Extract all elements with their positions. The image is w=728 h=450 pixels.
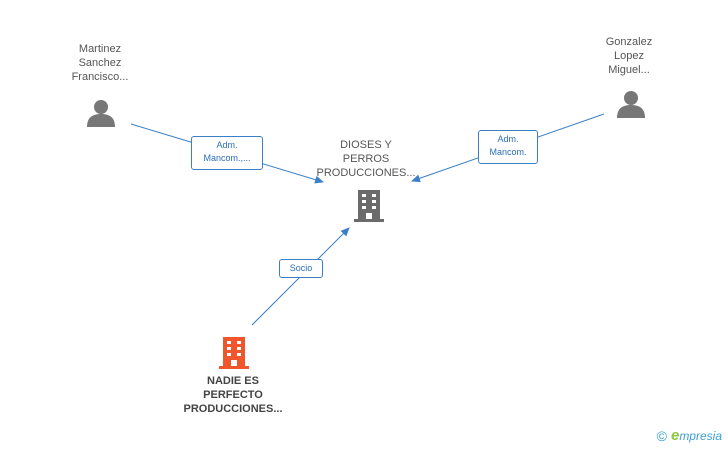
person-left-label[interactable]: Martinez Sanchez Francisco...	[71, 43, 129, 83]
relation-label-right[interactable]: Adm. Mancom.	[478, 130, 538, 164]
brand-first-letter: e	[670, 427, 680, 444]
brand-logo: © empresia	[657, 427, 722, 444]
company-center-label[interactable]: DIOSES Y PERROS PRODUCCIONES...	[316, 139, 416, 179]
copyright-icon: ©	[656, 427, 667, 444]
company-bottom-label[interactable]: NADIE ES PERFECTO PRODUCCIONES...	[183, 375, 283, 415]
relation-label-left[interactable]: Adm. Mancom.,...	[191, 136, 263, 170]
person-icon[interactable]	[86, 98, 116, 128]
building-icon[interactable]	[353, 188, 385, 222]
relation-label-bottom[interactable]: Socio	[279, 259, 323, 278]
brand-name: mpresia	[679, 429, 722, 443]
person-icon[interactable]	[616, 89, 646, 119]
person-right-label[interactable]: Gonzalez Lopez Miguel...	[605, 36, 653, 76]
building-icon[interactable]	[218, 335, 250, 369]
